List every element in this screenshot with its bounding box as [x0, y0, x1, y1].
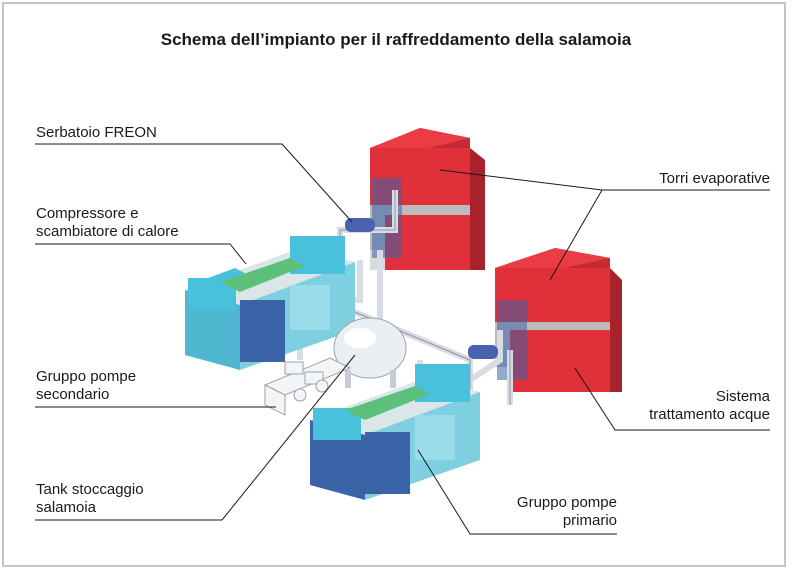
- label-tank-stoccaggio: Tank stoccaggio salamoia: [36, 481, 144, 516]
- compressor-unit-lower: [310, 364, 480, 500]
- leader-compressore: [35, 243, 247, 265]
- label-serbatoio-freon: Serbatoio FREON: [36, 124, 157, 141]
- label-sistema-trattamento: Sistema trattamento acque: [649, 388, 770, 423]
- pump-group-secondary: [263, 357, 352, 416]
- leader-sistema: [574, 367, 770, 431]
- label-torri-evaporative: Torri evaporative: [659, 170, 770, 187]
- freon-tank-lower: [468, 345, 498, 359]
- label-gruppo-pompe-secondario: Gruppo pompe secondario: [36, 368, 137, 403]
- cooling-tower-lower: [495, 248, 622, 392]
- brine-tank: [333, 317, 407, 388]
- compressor-unit-upper: [185, 236, 355, 370]
- label-compressore: Compressore e scambiatore di calore: [36, 205, 179, 240]
- leader-tank: [35, 354, 356, 521]
- leader-serbatoio: [35, 143, 353, 223]
- freon-tank-upper: [345, 218, 375, 232]
- leader-lines: [35, 143, 770, 535]
- label-gruppo-pompe-primario: Gruppo pompe primario: [516, 494, 617, 529]
- cooling-tower-upper: [370, 128, 485, 270]
- diagram-title: Schema dell’impianto per il raffreddamen…: [160, 30, 632, 49]
- leader-gruppo-primario: [417, 449, 617, 535]
